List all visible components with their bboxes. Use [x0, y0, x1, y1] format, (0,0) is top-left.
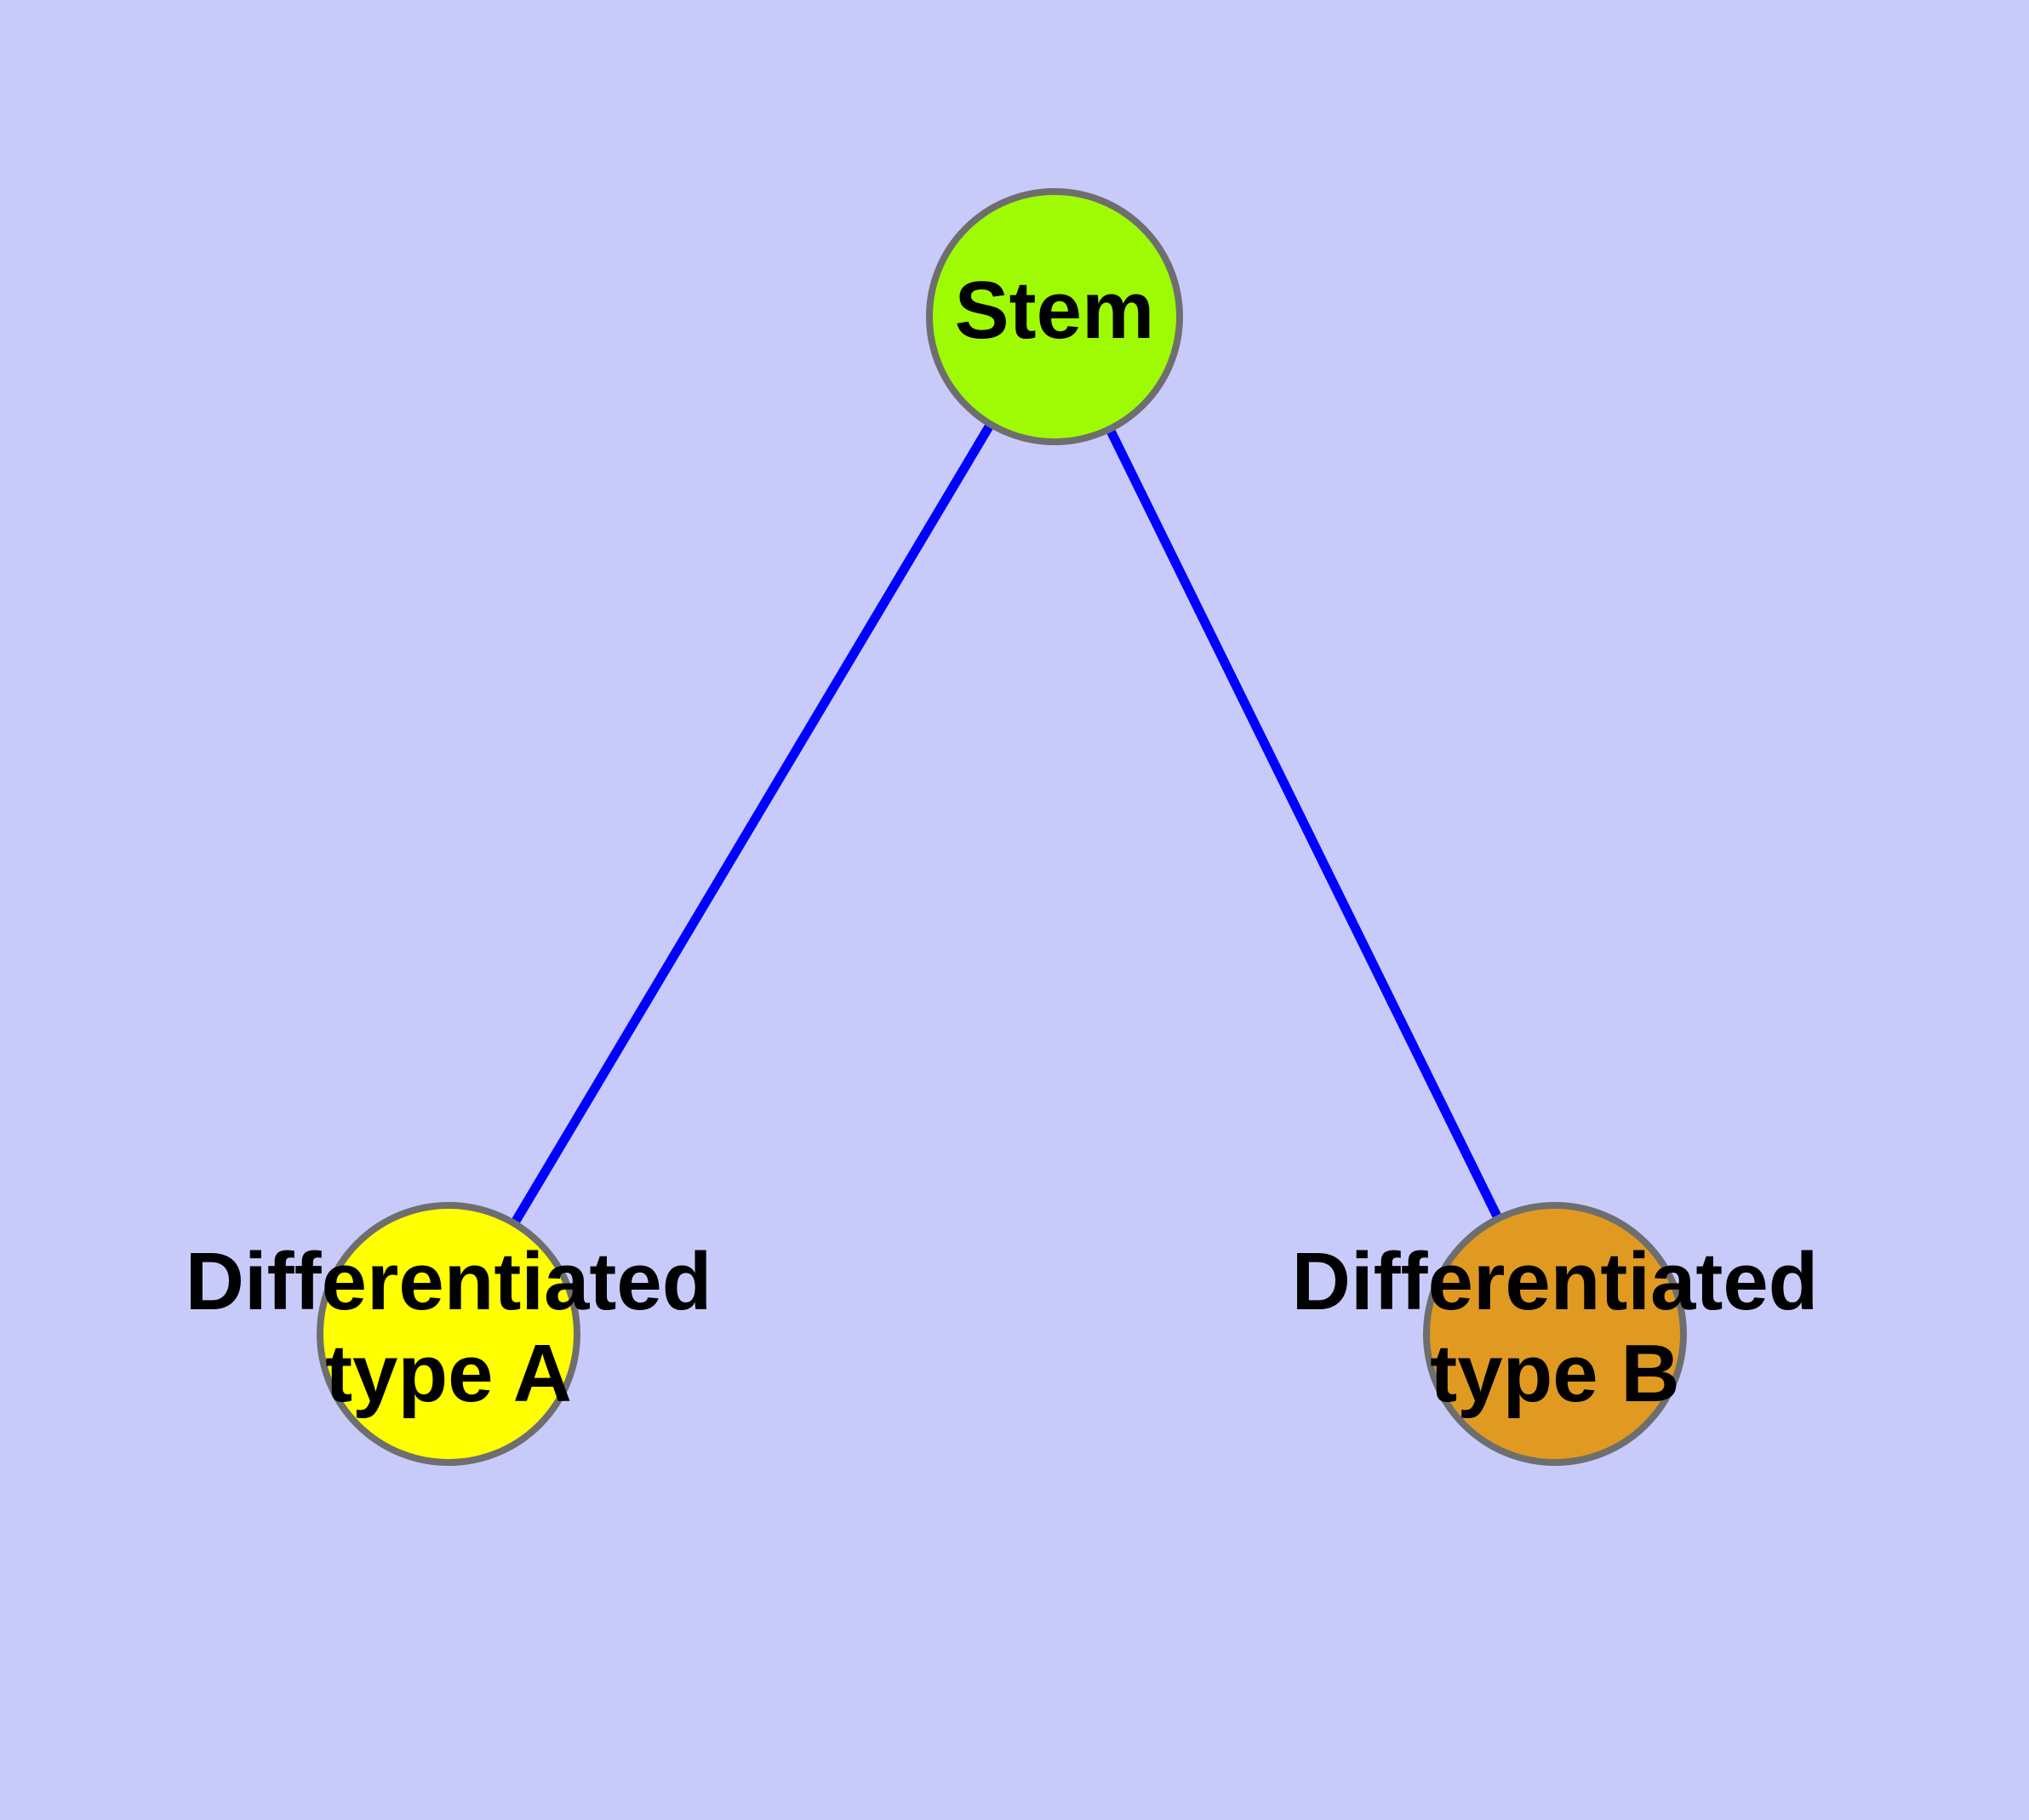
- edges-layer: [512, 424, 1501, 1223]
- nodes-layer: [317, 188, 1687, 1466]
- node-stem[interactable]: [926, 188, 1183, 445]
- edge-stem-to-differentiated-type-a[interactable]: [512, 424, 993, 1223]
- node-differentiated-type-a[interactable]: [317, 1202, 580, 1466]
- node-differentiated-type-b-circle[interactable]: [1423, 1202, 1687, 1466]
- node-differentiated-type-b[interactable]: [1423, 1202, 1687, 1466]
- node-stem-circle[interactable]: [926, 188, 1183, 445]
- node-stem-label: Stem: [955, 265, 1155, 356]
- edge-stem-to-differentiated-type-b[interactable]: [1106, 430, 1501, 1218]
- node-differentiated-type-a-circle[interactable]: [317, 1202, 580, 1466]
